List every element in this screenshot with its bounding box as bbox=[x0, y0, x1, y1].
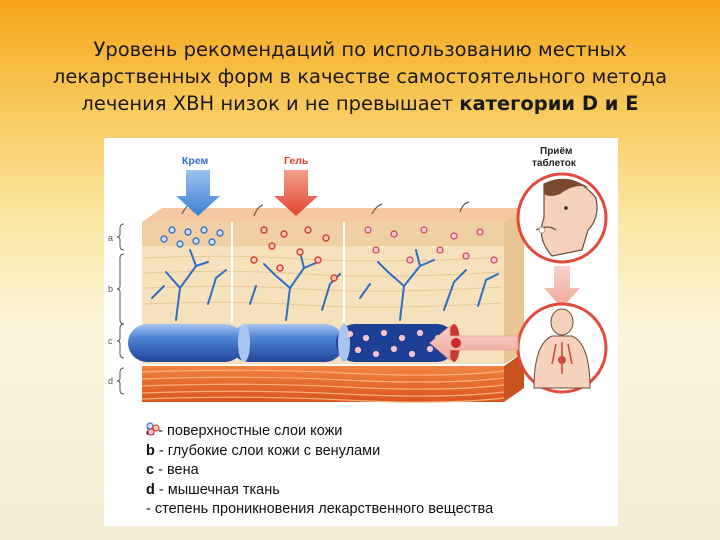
legend-key-b: b bbox=[146, 442, 155, 459]
legend-row-particles: - степень проникновения лекарственного в… bbox=[146, 422, 494, 520]
cream-label: Крем bbox=[182, 155, 209, 167]
vein-segment-1 bbox=[128, 324, 244, 362]
legend: a - поверхностные слои кожи b - глубокие… bbox=[146, 422, 493, 520]
pills-label-line-2: таблеток bbox=[532, 157, 577, 169]
legend-row-a: a - поверхностные слои кожи bbox=[146, 422, 493, 442]
title-line-3-text: лечения ХВН низок и не превышает bbox=[81, 92, 460, 115]
gel-label: Гель bbox=[284, 155, 309, 167]
legend-text-c: - вена bbox=[154, 462, 199, 478]
slide-title: Уровень рекомендаций по использованию ме… bbox=[40, 36, 680, 117]
layer-label-b: b bbox=[108, 284, 113, 294]
skin-diagram-svg: a b c d Крем Гель bbox=[108, 146, 608, 403]
vein-drug-particles bbox=[346, 329, 450, 358]
legend-key-d: d bbox=[146, 481, 155, 498]
title-line-3: лечения ХВН низок и не превышает категор… bbox=[40, 90, 680, 117]
legend-text-particles: - степень проникновения лекарственного в… bbox=[146, 501, 494, 517]
pills-label-line-1: Приём bbox=[540, 146, 572, 157]
gel-particles bbox=[250, 226, 338, 282]
skin-surface-top bbox=[142, 208, 524, 222]
pills-down-arrow bbox=[544, 266, 580, 308]
particles-legend-icon bbox=[146, 422, 160, 436]
skin-diagram: a b c d Крем Гель bbox=[104, 138, 618, 526]
systemic-arrow-dot bbox=[451, 338, 461, 348]
legend-text-b: - глубокие слои кожи с венулами bbox=[154, 442, 381, 459]
gel-arrow bbox=[274, 170, 318, 216]
legend-row-b: b - глубокие слои кожи с венулами bbox=[146, 442, 493, 462]
muscle-fibers bbox=[141, 369, 505, 403]
epidermis-layer bbox=[142, 222, 504, 246]
layer-label-c: c bbox=[108, 336, 113, 346]
title-line-1: Уровень рекомендаций по использованию ме… bbox=[93, 38, 627, 61]
vein-segment-2 bbox=[230, 324, 344, 362]
systemic-arrow bbox=[429, 325, 519, 361]
cream-arrow bbox=[176, 170, 220, 216]
legend-row-d: d - мышечная ткань bbox=[146, 481, 493, 501]
title-line-2: лекарственных форм в качестве самостояте… bbox=[52, 65, 668, 88]
face-circle-icon bbox=[516, 172, 608, 264]
vein-end-1 bbox=[238, 324, 250, 362]
cream-particles bbox=[160, 226, 224, 248]
skin-side-face bbox=[504, 208, 524, 322]
venules bbox=[151, 249, 499, 321]
legend-text-d: - мышечная ткань bbox=[154, 481, 280, 498]
vein-segment-3 bbox=[336, 324, 456, 362]
skin-texture bbox=[143, 255, 503, 308]
layer-label-a: a bbox=[108, 233, 113, 243]
layer-label-d: d bbox=[108, 376, 113, 386]
title-line-3-bold: категории D и E bbox=[459, 92, 639, 115]
systemic-particles bbox=[364, 226, 498, 264]
muscle-layer-side bbox=[504, 352, 524, 402]
legend-text-a: - поверхностные слои кожи bbox=[154, 423, 343, 439]
vein-end-2 bbox=[338, 324, 350, 362]
legend-row-c: c - вена bbox=[146, 461, 493, 481]
legend-key-c: c bbox=[146, 462, 155, 478]
layer-braces bbox=[116, 223, 125, 395]
body-circle-icon bbox=[516, 302, 608, 394]
